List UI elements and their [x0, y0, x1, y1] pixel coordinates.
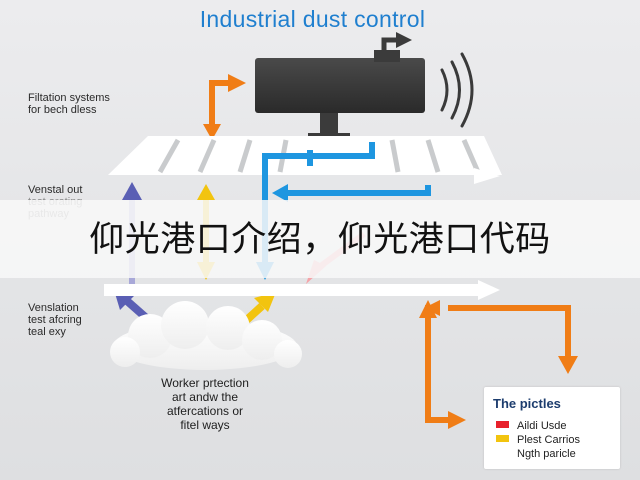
legend-item: Ngth paricle [496, 448, 576, 460]
legend-swatch-yellow [496, 435, 509, 442]
label-line: Filtation systems [28, 92, 110, 104]
label-line: for bech dless [28, 104, 97, 116]
legend-title: The pictles [493, 396, 561, 411]
label-ventilation: Venslation test afcring teal exy [28, 302, 82, 338]
legend-swatch-empty [496, 449, 509, 456]
label-line: atfercations or [166, 404, 244, 418]
label-line: Venstal out [28, 184, 83, 196]
lower-filter-grate [104, 280, 500, 300]
label-line: fitel ways [180, 418, 230, 432]
legend-item-label: Aildi Usde [517, 420, 567, 432]
page-title: Industrial dust control [199, 6, 426, 32]
legend-swatch-red [496, 421, 509, 428]
legend-box: The pictles Aildi Usde Plest Carrios Ngt… [484, 387, 620, 469]
label-line: teal exy [28, 326, 66, 338]
sound-wave-icon [440, 52, 474, 128]
dust-cloud [110, 301, 302, 370]
label-worker-protection: Worker prtection art andw the atfercatio… [120, 376, 290, 432]
upper-filter-grate [108, 136, 502, 184]
orange-return-arrow [425, 305, 571, 423]
legend-item: Aildi Usde [496, 420, 567, 432]
legend-item-label: Ngth paricle [517, 448, 576, 460]
legend-item: Plest Carrios [496, 434, 580, 446]
label-line: art andw the [171, 390, 239, 404]
label-line: test afcring [28, 314, 82, 326]
label-line: Venslation [28, 302, 79, 314]
dust-collector-machine [255, 32, 425, 140]
overlay-banner: 仰光港口介绍，仰光港口代码 [0, 200, 640, 278]
orange-airflow-arrow [203, 74, 246, 140]
banner-text: 仰光港口介绍，仰光港口代码 [89, 220, 551, 259]
label-line: Worker prtection [161, 376, 249, 390]
legend-item-label: Plest Carrios [517, 434, 580, 446]
label-filtration-systems: Filtation systems for bech dless [28, 92, 110, 116]
